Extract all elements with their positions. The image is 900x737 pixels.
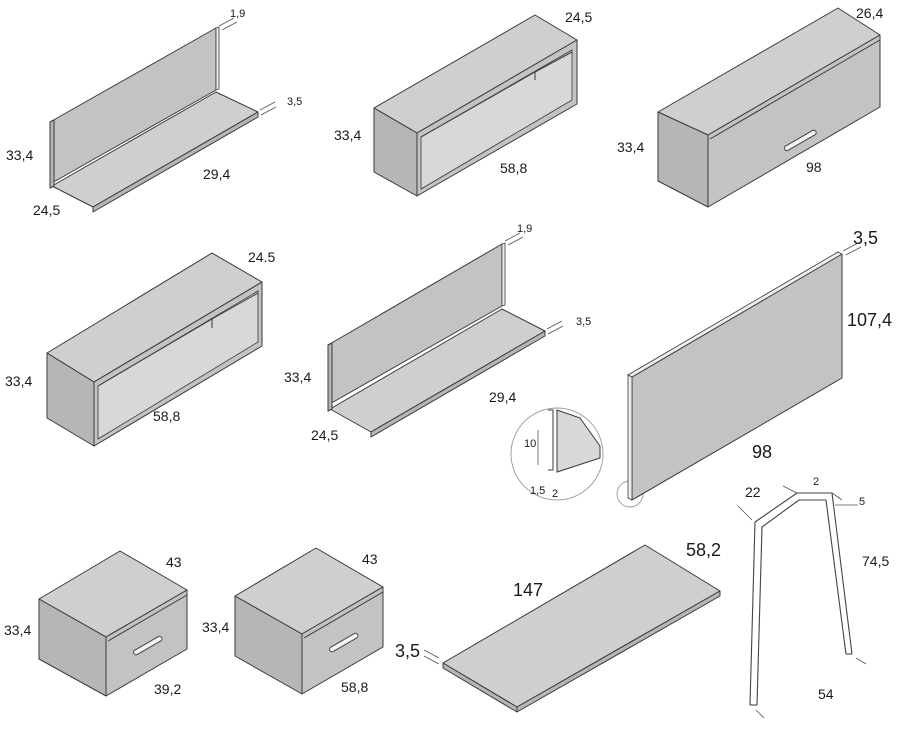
cabinet-1-width-label: 98 (806, 159, 822, 175)
shelf-2-thickness-side-label: 3,5 (576, 316, 591, 328)
cabinet-1-height-label: 33,4 (617, 139, 644, 155)
box-2: 33,4 24.5 58,8 (5, 249, 275, 447)
detail-recess-label: 1,5 (530, 485, 545, 497)
drawer-unit-2-width-label: 58,8 (341, 679, 368, 695)
panel-height-label: 107,4 (847, 310, 892, 330)
leg-frame: 22 2 5 74,5 54 (737, 476, 889, 719)
shelf-1-height-label: 33,4 (6, 147, 33, 163)
cabinet-1-handle (783, 129, 817, 152)
leg-frame-offset-label: 5 (859, 496, 865, 508)
shelf-1: 33,4 24,5 29,4 1,9 3,5 (6, 8, 302, 218)
box-1-opening (420, 49, 573, 190)
cabinet-1-depth-label: 26,4 (856, 5, 883, 21)
drawer-unit-1-depth-label: 43 (166, 554, 182, 570)
leg-frame-tube-label: 2 (813, 476, 819, 488)
shelf-2-height-label: 33,4 (284, 369, 311, 385)
box-1-depth-label: 24,5 (565, 9, 592, 25)
drawer-unit-1-height-label: 33,4 (4, 622, 31, 638)
box-1: 33,4 24,5 58,8 (334, 9, 592, 197)
drawer-unit-1: 33,4 43 39,2 (4, 550, 188, 697)
box-2-width-label: 58,8 (153, 408, 180, 424)
detail-offset-label: 2 (552, 488, 558, 500)
box-2-opening (97, 290, 259, 440)
cabinet-1: 33,4 26,4 98 (617, 5, 883, 208)
panel-edge-detail: 10 1,5 2 (510, 407, 644, 508)
drawer-unit-1-width-label: 39,2 (154, 681, 181, 697)
desk-top-surface (442, 544, 721, 708)
shelf-1-depth-label: 24,5 (33, 202, 60, 218)
shelf-1-thickness-side-label: 3,5 (287, 96, 302, 108)
panel-thickness-label: 3,5 (853, 228, 878, 248)
box-2-height-label: 33,4 (5, 373, 32, 389)
desk-top: 3,5 147 58,2 (395, 540, 721, 713)
panel-width-label: 98 (752, 442, 772, 462)
shelf-1-width-label: 29,4 (203, 166, 230, 182)
shelf-2-width-label: 29,4 (489, 389, 516, 405)
box-2-depth-label: 24.5 (248, 249, 275, 265)
box-1-height-label: 33,4 (334, 127, 361, 143)
drawer-unit-2-height-label: 33,4 (202, 619, 229, 635)
detail-gap-label: 10 (524, 438, 536, 450)
drawer-unit-2-handle (329, 632, 359, 653)
shelf-2-depth-label: 24,5 (311, 427, 338, 443)
drawer-unit-2-depth-label: 43 (362, 551, 378, 567)
box-1-width-label: 58,8 (500, 160, 527, 176)
cabinet-1-front (707, 34, 881, 208)
shelf-1-thickness-top-label: 1,9 (230, 8, 245, 20)
drawer-unit-2: 33,4 43 58,8 (202, 547, 384, 695)
drawer-unit-1-handle (133, 635, 163, 656)
desk-top-thickness-label: 3,5 (395, 641, 420, 661)
leg-frame-base-label: 54 (818, 686, 834, 702)
desk-top-depth-label: 58,2 (686, 540, 721, 560)
leg-frame-top-label: 22 (745, 484, 761, 500)
detail-magnifier-circle (510, 407, 604, 501)
panel: 3,5 107,4 98 (627, 228, 892, 501)
shelf-2: 33,4 24,5 29,4 1,9 3,5 (284, 223, 591, 443)
shelf-2-thickness-top-label: 1,9 (517, 223, 532, 235)
leg-frame-height-label: 74,5 (862, 553, 889, 569)
panel-face (631, 253, 843, 501)
desk-top-length-label: 147 (513, 580, 543, 600)
leg-frame-inner (756, 499, 847, 706)
